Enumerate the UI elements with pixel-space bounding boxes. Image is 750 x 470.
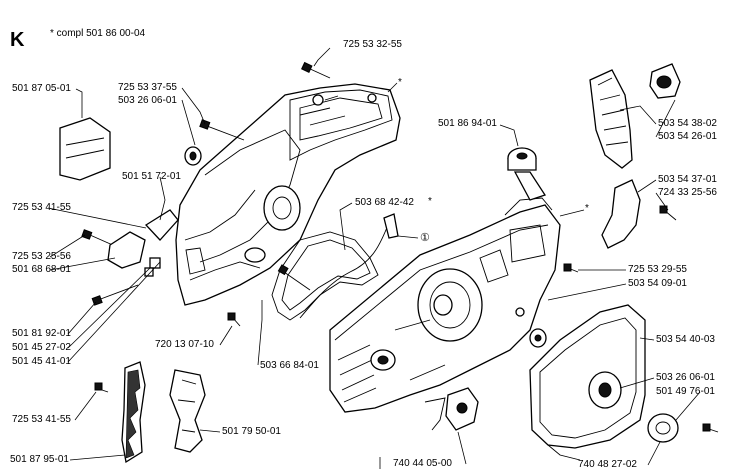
part-label: 725 53 29-55 (628, 264, 687, 275)
leader-lines (47, 47, 701, 469)
part-label: 503 54 40-03 (656, 334, 715, 345)
part-label: 503 26 06-01 (656, 372, 715, 383)
bracket-501-51-72 (144, 209, 179, 241)
part-label: * (398, 77, 402, 88)
bolts (81, 61, 719, 433)
cable (299, 224, 389, 319)
clutch-cover (529, 304, 646, 461)
part-label: * (428, 196, 432, 207)
part-label: 501 79 50-01 (222, 426, 281, 437)
part-label: 501 87 05-01 (12, 83, 71, 94)
part-label: 501 86 94-01 (438, 118, 497, 129)
oil-pump-drive (647, 413, 679, 443)
part-label: 503 68 42-42 (355, 197, 414, 208)
part-label: 725 53 25-56 (12, 251, 71, 262)
part-label: 740 48 27-02 (578, 459, 637, 470)
part-label: 503 54 37-01 (658, 174, 717, 185)
upper-shield (589, 63, 681, 169)
cable-terminal (383, 213, 399, 239)
spike-right (169, 369, 206, 453)
pawl-assembly (424, 387, 479, 431)
part-label: 720 13 07-10 (155, 339, 214, 350)
part-label: 503 54 09-01 (628, 278, 687, 289)
part-label: 740 44 05-00 (393, 458, 452, 469)
part-label: 503 54 26-01 (658, 131, 717, 142)
part-label: 725 53 41-55 (12, 202, 71, 213)
part-label: 725 53 32-55 (343, 39, 402, 50)
part-label: 501 87 95-01 (10, 454, 69, 465)
part-label: 501 49 76-01 (656, 386, 715, 397)
part-label: 501 81 92-01 (12, 328, 71, 339)
left-crankcase-half (175, 83, 401, 306)
part-label: 501 51 72-01 (122, 171, 181, 182)
part-label: 725 53 37-55 (118, 82, 177, 93)
av-mount (107, 231, 146, 269)
part-label: 501 68 68-01 (12, 264, 71, 275)
part-label: 724 33 25-56 (658, 187, 717, 198)
oil-pump (507, 147, 547, 201)
part-label: 503 66 84-01 (260, 360, 319, 371)
part-label: 501 45 41-01 (12, 356, 71, 367)
callout-marker: ① (420, 232, 430, 244)
side-plate (601, 179, 641, 249)
section-letter: K (10, 29, 25, 51)
right-crankcase-half (329, 197, 561, 413)
part-label: 501 45 27-02 (12, 342, 71, 353)
part-label: * (585, 203, 589, 214)
part-label: 503 26 06-01 (118, 95, 177, 106)
kit-note: * compl 501 86 00-04 (50, 28, 146, 39)
part-label: 725 53 41-55 (12, 414, 71, 425)
crankcase-gasket (271, 231, 379, 321)
part-label: 503 54 38-02 (658, 118, 717, 129)
deflector-plate (59, 117, 111, 181)
